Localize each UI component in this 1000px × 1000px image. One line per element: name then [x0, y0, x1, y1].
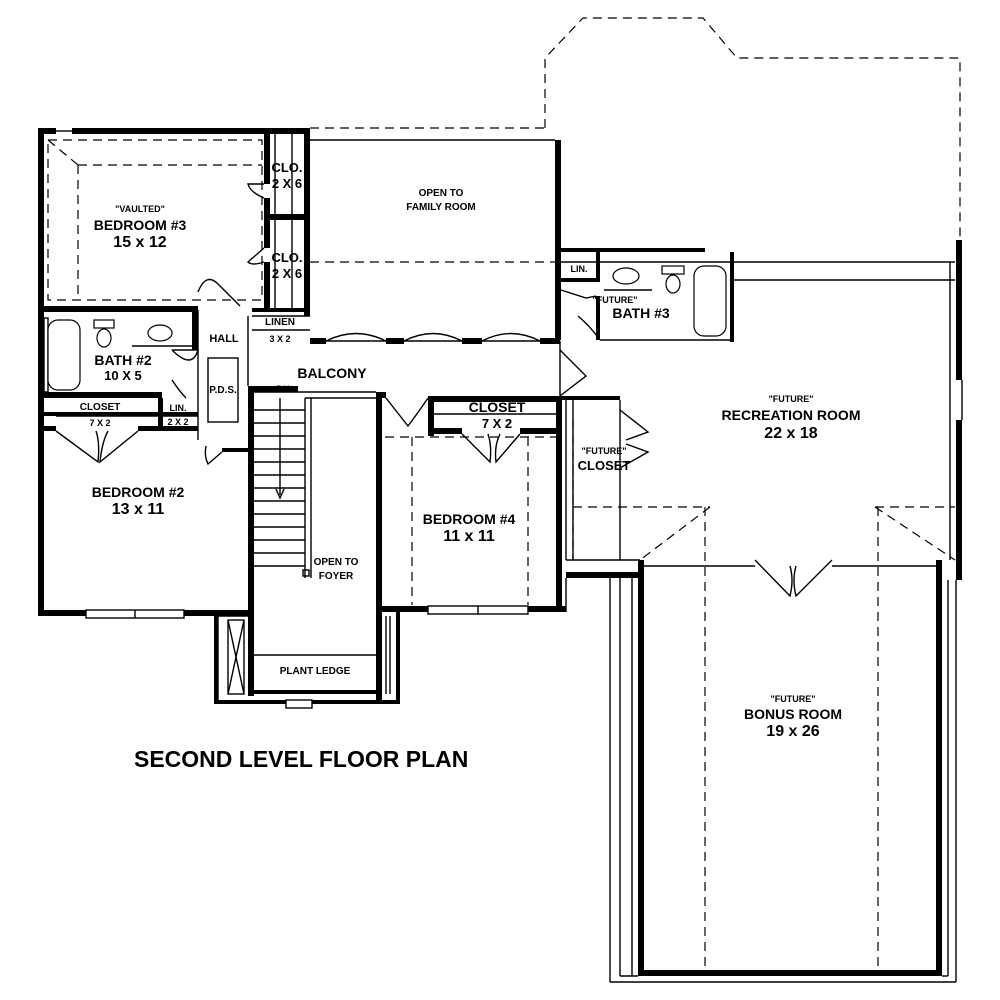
toilet-bowl: [96, 328, 112, 348]
toilet-tank: [93, 319, 115, 329]
bedroom4-name: BEDROOM #4: [423, 511, 516, 527]
bonus-name: BONUS ROOM: [744, 706, 842, 722]
bathtub: [693, 265, 727, 337]
closet-left-name: CLOSET: [80, 402, 121, 413]
open-family-line2: FAMILY ROOM: [406, 202, 475, 213]
recreation-size: 22 x 18: [764, 425, 817, 442]
future-closet-note: "FUTURE": [581, 446, 626, 456]
clo2-name: CLO.: [271, 250, 302, 265]
sink: [612, 267, 640, 285]
linen-name: LINEN: [265, 317, 295, 328]
bedroom3-size: 15 x 12: [113, 234, 166, 251]
toilet-tank: [661, 265, 685, 275]
bath2-size: 10 X 5: [104, 368, 142, 383]
dn-label: DN: [277, 384, 290, 394]
clo1-size: 2 X 6: [272, 176, 302, 191]
open-foyer-line2: FOYER: [319, 571, 354, 582]
bedroom3-note: "VAULTED": [115, 204, 165, 214]
sink: [147, 324, 173, 342]
bathtub: [47, 319, 81, 391]
clo1-name: CLO.: [271, 160, 302, 175]
lin-right-label: LIN.: [571, 264, 588, 274]
clo2-size: 2 X 6: [272, 266, 302, 281]
bedroom3-name: BEDROOM #3: [94, 217, 187, 233]
lin-left-size: 2 X 2: [167, 417, 188, 427]
bedroom2-name: BEDROOM #2: [92, 484, 185, 500]
recreation-name: RECREATION ROOM: [722, 407, 861, 423]
pds-label: P.D.S.: [209, 385, 237, 396]
bedroom2-size: 13 x 11: [112, 501, 165, 518]
hall-label: HALL: [209, 333, 239, 345]
stair-treads: [254, 397, 376, 578]
open-family-line1: OPEN TO: [419, 188, 464, 199]
open-foyer-line1: OPEN TO: [314, 557, 359, 568]
bedroom4-size: 11 x 11: [443, 528, 495, 545]
future-closet-name: CLOSET: [578, 458, 631, 473]
closet-mid-size: 7 X 2: [482, 416, 512, 431]
fixtures: [47, 265, 727, 391]
closet-left-size: 7 X 2: [89, 418, 110, 428]
plan-title: SECOND LEVEL FLOOR PLAN: [134, 746, 468, 772]
bath3-note: "FUTURE": [592, 295, 637, 305]
plant-ledge-label: PLANT LEDGE: [280, 666, 351, 677]
bonus-size: 19 x 26: [766, 723, 819, 740]
dashed-lines: [47, 17, 961, 968]
walls: [38, 128, 962, 976]
toilet-bowl: [665, 274, 681, 294]
linen-size: 3 X 2: [269, 334, 290, 344]
closet-mid-name: CLOSET: [469, 399, 526, 415]
bonus-note: "FUTURE": [770, 694, 815, 704]
bath3-name: BATH #3: [612, 305, 670, 321]
balcony-label: BALCONY: [297, 365, 367, 381]
bath2-name: BATH #2: [94, 352, 152, 368]
recreation-note: "FUTURE": [768, 394, 813, 404]
lin-left-name: LIN.: [170, 403, 187, 413]
room-labels: "VAULTED" BEDROOM #3 15 x 12 CLO. 2 X 6 …: [80, 160, 861, 740]
thin-lines: [43, 130, 963, 983]
